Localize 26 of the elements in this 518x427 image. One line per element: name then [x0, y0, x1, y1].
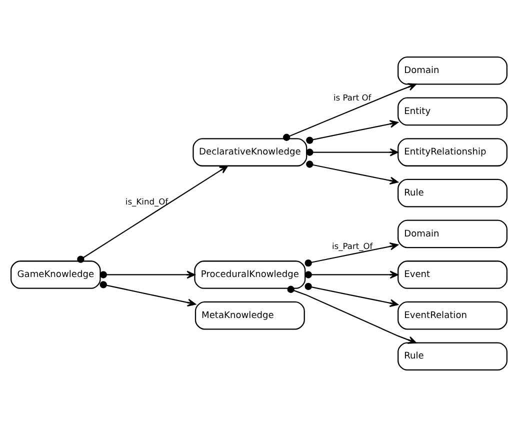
- arrow: [304, 242, 398, 267]
- node-box: Entity: [398, 97, 508, 126]
- node-box: Domain: [398, 56, 508, 85]
- arrow: [306, 148, 398, 156]
- arrow: [306, 120, 398, 144]
- node-box: MetaKnowledge: [194, 301, 305, 330]
- arrow: [77, 165, 228, 263]
- edge-label: is_Kind_Of: [125, 196, 168, 206]
- arrow: [282, 83, 417, 141]
- node-box: Rule: [398, 178, 508, 208]
- arrow: [306, 160, 398, 185]
- node-box: GameKnowledge: [10, 260, 101, 289]
- arrow: [304, 270, 398, 279]
- arrow: [100, 281, 196, 306]
- node-box: Domain: [398, 220, 508, 248]
- arrow: [287, 286, 417, 344]
- node-box: DeclarativeKnowledge: [192, 138, 308, 166]
- edge-label: is Part Of: [333, 92, 372, 103]
- node-box: EntityRelationship: [398, 138, 508, 166]
- node-box: ProceduralKnowledge: [194, 260, 306, 289]
- node-box: Rule: [398, 342, 508, 371]
- node-box: EventRelation: [398, 301, 508, 330]
- edge-label: is_Part_Of: [332, 240, 373, 251]
- node-box: Event: [398, 260, 508, 289]
- arrow: [304, 282, 398, 307]
- arrow: [100, 270, 196, 279]
